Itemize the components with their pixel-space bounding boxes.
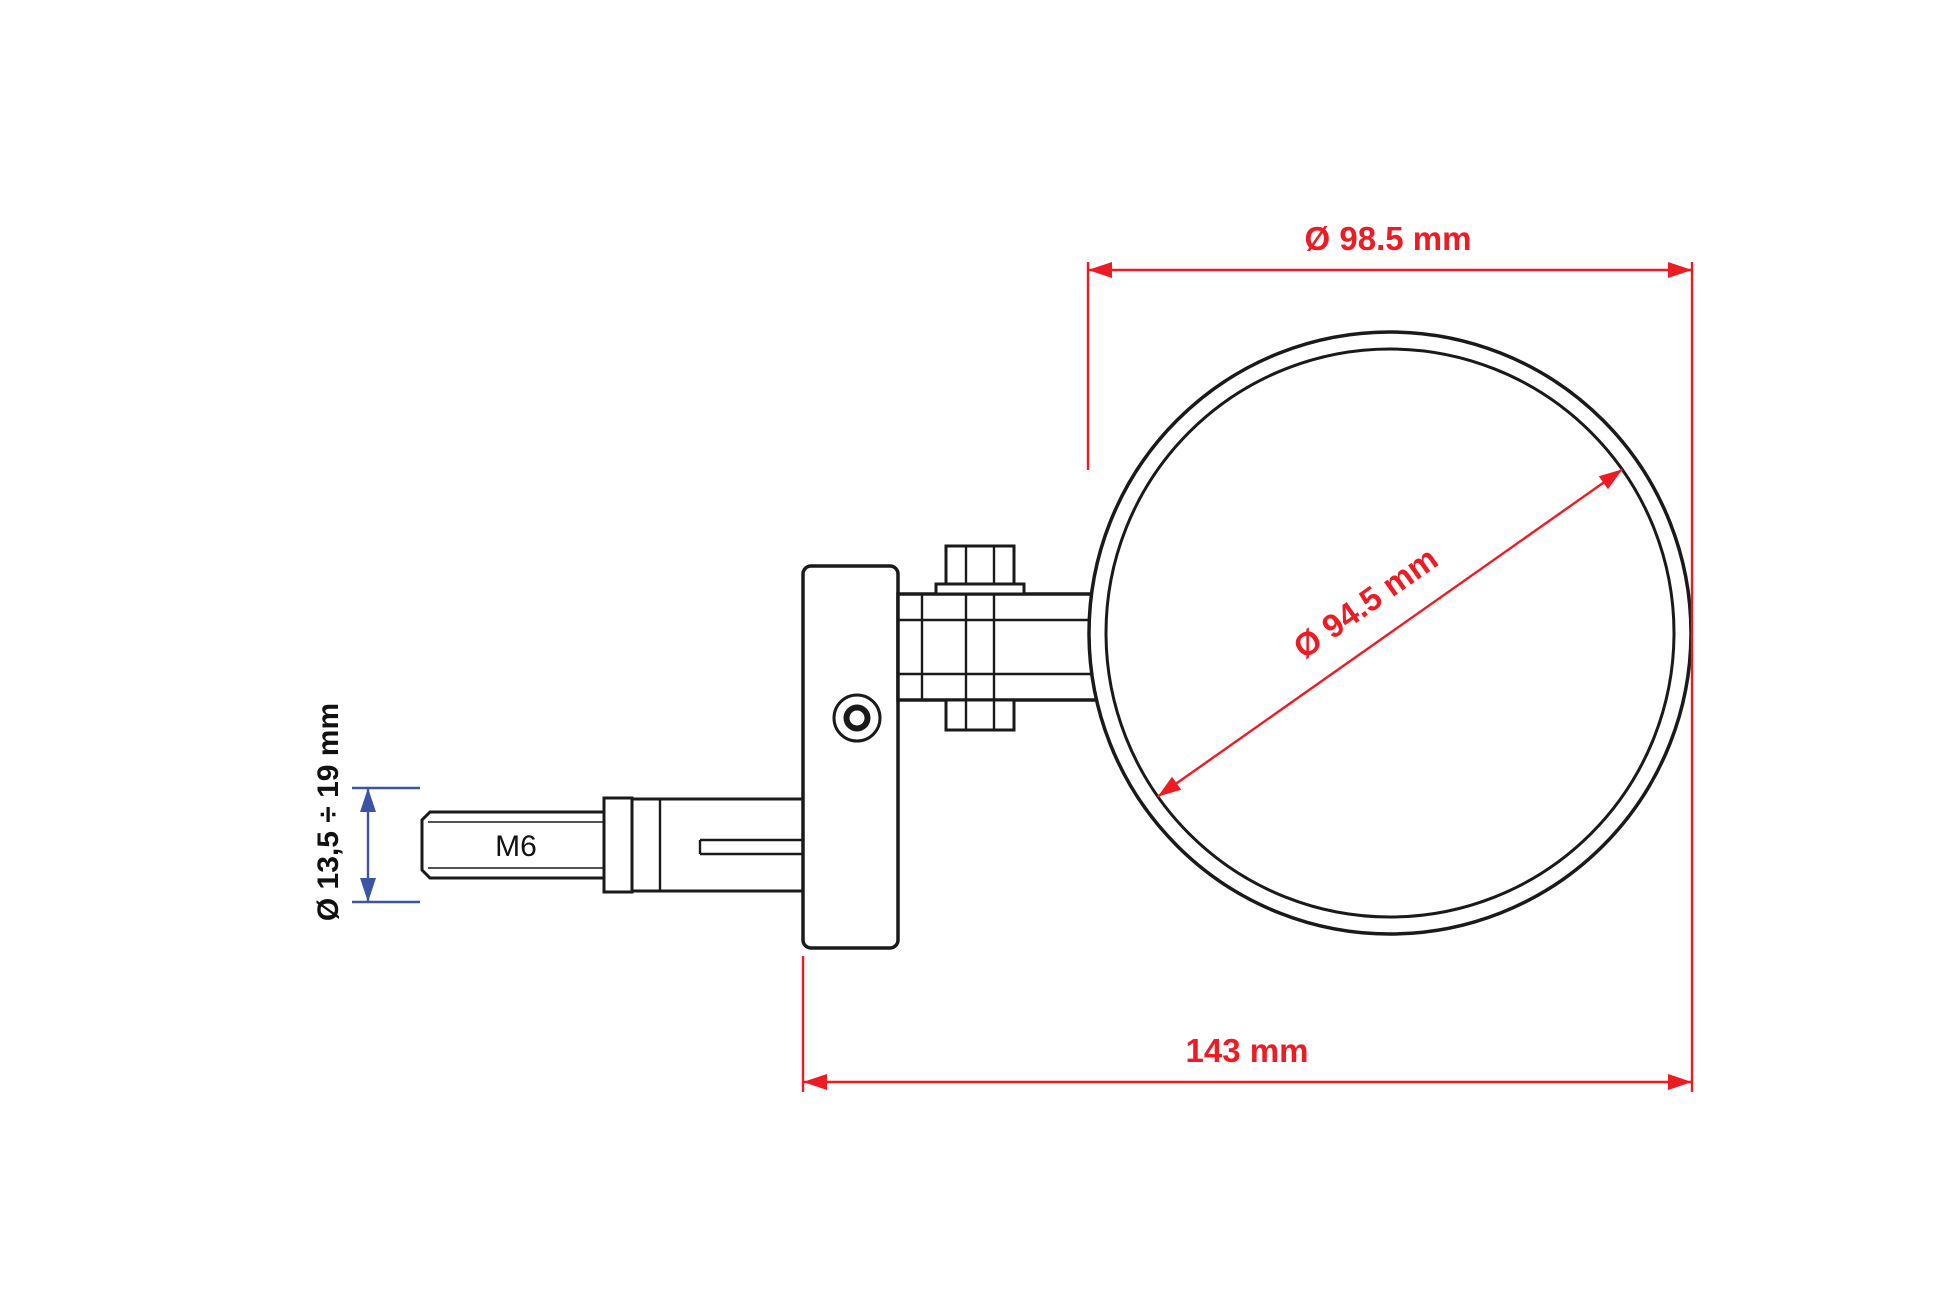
pivot-screw-socket — [843, 704, 871, 732]
nut-outline — [944, 698, 1016, 732]
blue-dimension: Ø 13,5 ÷ 19 mm — [312, 703, 420, 921]
hinge-arm — [896, 592, 1100, 702]
part-drawing: M6 — [420, 330, 1693, 950]
arrowhead-lower-left — [1157, 776, 1182, 797]
dimension-total-length: 143 mm — [801, 956, 1692, 1092]
clamp-body — [801, 564, 900, 950]
expander-body — [630, 797, 805, 893]
arrowhead-right — [1668, 262, 1692, 278]
arrowhead-upper-right — [1598, 469, 1623, 490]
arrowhead-left — [803, 1074, 827, 1090]
bolt-head-outline — [944, 544, 1016, 586]
clamp-outline — [801, 564, 900, 950]
bolt-washer — [934, 582, 1026, 596]
arrowhead-top — [360, 788, 376, 812]
pivot-screw-head — [832, 693, 882, 743]
shaft-washer — [602, 796, 634, 894]
dimension-expander-range: Ø 13,5 ÷ 19 mm — [312, 703, 420, 921]
dimension-expander-range-label: Ø 13,5 ÷ 19 mm — [312, 703, 345, 921]
expander-outline — [630, 797, 805, 893]
mirror-glass-circle — [1104, 347, 1676, 919]
arrowhead-right — [1668, 1074, 1692, 1090]
dimension-outer-diameter: Ø 98.5 mm — [1086, 220, 1694, 1092]
arm-outline — [896, 592, 1100, 702]
dimension-line-diagonal — [1157, 468, 1623, 798]
dimension-total-length-label: 143 mm — [1186, 1032, 1309, 1069]
arrowhead-bottom — [360, 878, 376, 902]
dimension-outer-diameter-label: Ø 98.5 mm — [1305, 220, 1472, 257]
hinge-bolt-head — [934, 544, 1026, 596]
arrowhead-left — [1088, 262, 1112, 278]
shaft-thread-label: M6 — [495, 830, 537, 863]
hinge-nut — [944, 698, 1016, 732]
